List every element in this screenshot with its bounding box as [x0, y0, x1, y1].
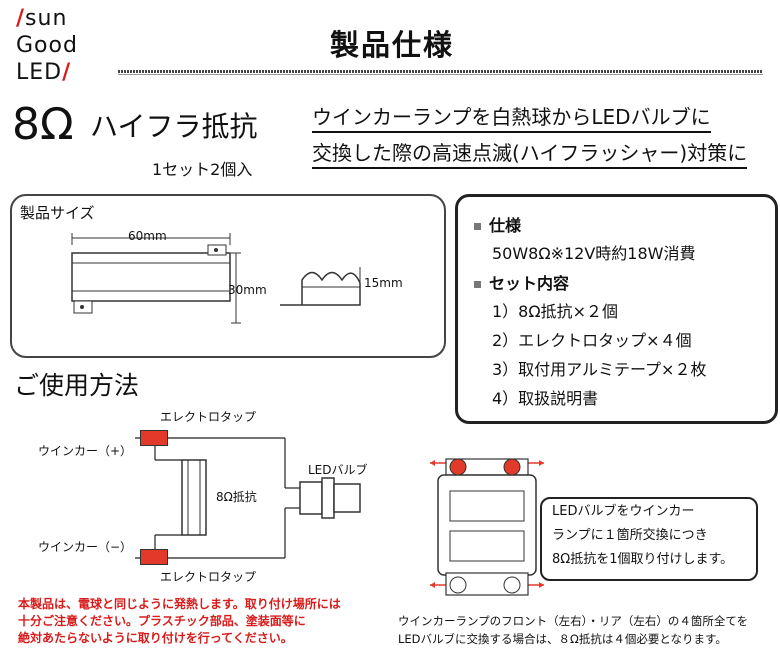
winker-plus-label: ウインカー（+）	[38, 444, 133, 458]
size-width: 60mm	[128, 229, 167, 243]
size-height: 15mm	[364, 276, 403, 290]
note-line-3: 8Ω抵抗を1個取り付けします。	[552, 552, 734, 567]
spec-heading-row: 仕様	[474, 212, 521, 236]
logo-text-1: sun	[25, 6, 68, 31]
spec-heading: 仕様	[489, 216, 522, 235]
note-box	[540, 497, 758, 581]
bottom-note-line-1: ウインカーランプのフロント（左右）・リア（左右）の４箇所全てを	[398, 614, 749, 628]
warning-line-3: 絶対あたらないように取り付けを行ってください。	[18, 631, 293, 645]
product-size-panel	[10, 194, 446, 358]
note-line-2: ランプに１箇所交換につき	[552, 528, 708, 543]
electro-tap-top	[140, 430, 168, 446]
set-item: 2）エレクトロタップ×４個	[492, 331, 692, 350]
size-length: 30mm	[228, 283, 267, 297]
warning-line-1: 本製品は、電球と同じように発熱します。取り付け場所には	[18, 597, 341, 611]
set-item: 4）取扱説明書	[492, 389, 599, 408]
electro-tap-bottom	[140, 549, 168, 565]
brand-logo: /sun Good LED/	[0, 0, 110, 90]
product-set-count: 1セット2個入	[152, 160, 253, 179]
logo-slash: /	[16, 6, 26, 31]
product-name: ハイフラ抵抗	[90, 110, 258, 143]
set-heading: セット内容	[489, 274, 570, 293]
resistor-label: 8Ω抵抗	[216, 490, 257, 504]
header-rule-thin	[118, 74, 763, 75]
set-item: 1）8Ω抵抗×２個	[492, 302, 618, 321]
tagline-line-1: ウインカーランプを白熱球からLEDバルブに	[312, 104, 711, 133]
spec-panel	[455, 194, 778, 424]
tagline-line-2: 交換した際の高速点滅(ハイフラッシャー)対策に	[312, 140, 748, 169]
note-line-1: LEDバルブをウインカー	[552, 504, 695, 519]
tap-label-top: エレクトロタップ	[160, 410, 257, 424]
tap-label-bottom: エレクトロタップ	[160, 570, 257, 584]
product-resistance: 8Ω	[12, 99, 74, 150]
usage-title: ご使用方法	[14, 371, 140, 400]
size-drawing	[71, 233, 361, 324]
winker-minus-label: ウインカー（−）	[38, 540, 133, 554]
header-rule	[118, 70, 763, 73]
page-title: 製品仕様	[330, 28, 455, 62]
product-size-label: 製品サイズ	[20, 204, 95, 222]
square-bullet-icon	[474, 223, 481, 230]
bottom-note-line-2: LEDバルブに交換する場合は、８Ω抵抗は４個必要となります。	[398, 632, 727, 646]
set-heading-row: セット内容	[474, 270, 569, 294]
logo-text-2: Good	[16, 33, 78, 58]
car-lamp-diagram	[430, 458, 544, 596]
square-bullet-icon	[474, 281, 481, 288]
set-item: 3）取付用アルミテープ×２枚	[492, 360, 707, 379]
spec-value: 50W8Ω※12V時約18W消費	[492, 244, 696, 263]
logo-slash-2: /	[62, 60, 72, 85]
logo-text-3: LED	[16, 60, 63, 85]
led-bulb-label: LEDバルブ	[308, 463, 368, 477]
warning-line-2: 十分ご注意ください。プラスチック部品、塗装面等に	[18, 614, 306, 628]
